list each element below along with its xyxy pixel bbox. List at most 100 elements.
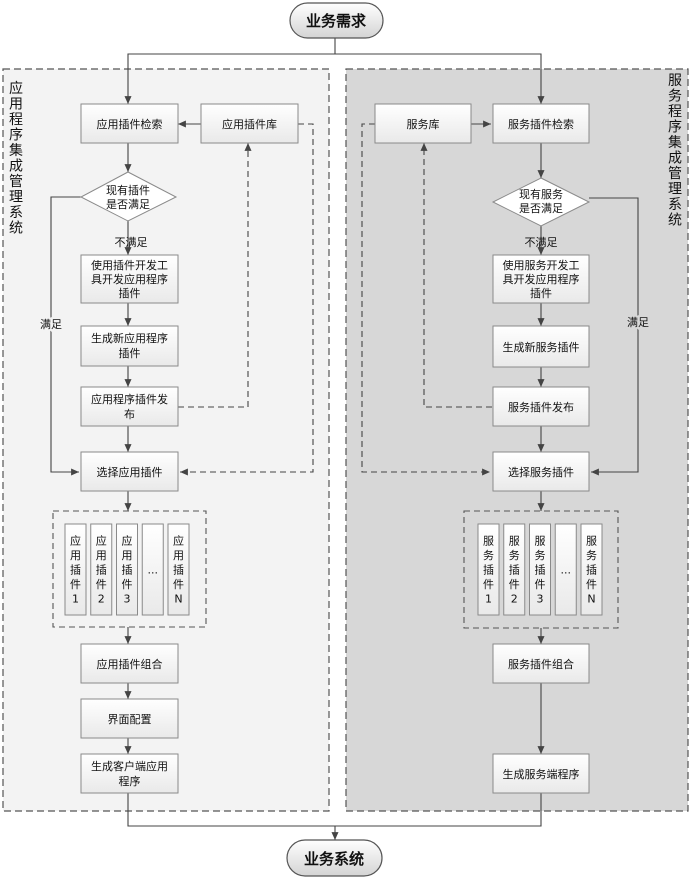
right-plugin-char: 件 xyxy=(483,578,494,591)
left-plugin-char: 插 xyxy=(96,563,107,577)
left-plugin-char: 1 xyxy=(72,593,79,606)
right-search-box: 服务插件检索 xyxy=(492,103,590,144)
service-integration-panel xyxy=(345,68,689,812)
svg-text:是否满足: 是否满足 xyxy=(106,198,150,211)
left-library-box: 应用插件库 xyxy=(200,103,299,144)
svg-text:选择服务插件: 选择服务插件 xyxy=(508,465,574,479)
start-terminator: 业务需求 xyxy=(289,2,384,39)
left-plugin-char: 应 xyxy=(122,534,133,548)
right-plugin-char: 插 xyxy=(535,563,546,577)
left-plugin-char: 件 xyxy=(96,578,107,591)
left-plugin-char: 用 xyxy=(96,549,107,562)
svg-text:选择应用插件: 选择应用插件 xyxy=(97,465,163,479)
right-plugin-char: ... xyxy=(561,564,572,577)
svg-text:界面配置: 界面配置 xyxy=(108,713,152,726)
svg-text:服务库: 服务库 xyxy=(407,118,440,131)
left-plugin-box xyxy=(167,523,190,616)
right-plugin-char: 3 xyxy=(537,593,544,606)
right-plugin-char: 件 xyxy=(509,578,520,591)
right-plugin-box xyxy=(503,523,526,616)
svg-text:使用插件开发工: 使用插件开发工 xyxy=(91,258,168,272)
left-panel-title-char: 管 xyxy=(9,174,23,190)
svg-text:插件: 插件 xyxy=(119,346,141,360)
right-plugin-group xyxy=(463,510,619,629)
left-plugin-char: 应 xyxy=(173,534,184,548)
svg-text:使用服务开发工: 使用服务开发工 xyxy=(503,258,580,272)
svg-text:现有服务: 现有服务 xyxy=(519,187,563,201)
right-panel-title-char: 统 xyxy=(668,213,682,229)
start-label: 业务需求 xyxy=(306,12,367,30)
left-plugin-char: N xyxy=(174,593,182,606)
right-plugin-char: 1 xyxy=(485,593,492,606)
svg-text:生成新服务插件: 生成新服务插件 xyxy=(503,340,580,354)
left-plugin-item: 应用插件 2 xyxy=(90,523,113,616)
left-select-box: 选择应用插件 xyxy=(80,451,179,492)
right-plugin-char: 务 xyxy=(509,549,520,562)
left-plugin-char: 用 xyxy=(70,549,81,562)
svg-text:生成服务端程序: 生成服务端程序 xyxy=(503,767,580,781)
left-plugin-item: ... xyxy=(141,523,164,616)
left-combine-box: 应用插件组合 xyxy=(80,643,179,684)
svg-text:生成新应用程序: 生成新应用程序 xyxy=(91,331,168,345)
left-plugin-char: 件 xyxy=(122,578,133,591)
svg-text:具开发应用程序: 具开发应用程序 xyxy=(503,272,580,286)
right-panel-title-char: 程 xyxy=(668,104,682,120)
left-plugin-char: 插 xyxy=(173,563,184,577)
right-select-box: 选择服务插件 xyxy=(492,451,590,492)
svg-text:插件: 插件 xyxy=(530,286,552,300)
left-generate-box: 生成新应用程序 插件 xyxy=(80,325,179,367)
right-panel-title-char: 序 xyxy=(668,120,682,136)
left-panel-title-char: 集 xyxy=(9,142,23,159)
svg-text:具开发应用程序: 具开发应用程序 xyxy=(91,272,168,286)
left-plugin-char: 应 xyxy=(96,534,107,548)
connectors xyxy=(50,38,639,840)
left-plugin-char: 2 xyxy=(98,593,105,606)
right-panel-title-char: 集 xyxy=(668,134,682,151)
svg-text:布: 布 xyxy=(124,408,135,421)
left-panel-title-char: 应 xyxy=(9,80,23,97)
svg-text:应用插件组合: 应用插件组合 xyxy=(97,657,163,671)
right-plugin-char: 服 xyxy=(535,535,546,548)
left-plugin-char: 件 xyxy=(70,578,81,591)
left-panel-title-char: 理 xyxy=(9,190,23,206)
right-library-box: 服务库 xyxy=(374,103,472,144)
left-plugin-char: ... xyxy=(148,564,159,577)
svg-text:服务插件组合: 服务插件组合 xyxy=(508,657,574,671)
svg-text:程序: 程序 xyxy=(119,774,141,788)
right-plugin-char: 插 xyxy=(509,563,520,577)
right-decision: 现有服务 是否满足 xyxy=(491,177,591,227)
left-plugin-box xyxy=(64,523,87,616)
right-plugin-char: 服 xyxy=(509,535,520,548)
right-panel-title-char: 服 xyxy=(668,73,682,89)
left-no-label: 不满足 xyxy=(115,236,148,249)
left-plugin-char: 用 xyxy=(173,549,184,562)
right-plugin-char: 服 xyxy=(586,535,597,548)
left-yes-label: 满足 xyxy=(40,318,62,331)
right-no-label: 不满足 xyxy=(525,236,558,249)
right-yes-label: 满足 xyxy=(627,316,649,329)
right-plugin-box xyxy=(477,523,500,616)
left-search-box: 应用插件检索 xyxy=(80,103,179,144)
right-generate-box: 生成新服务插件 xyxy=(492,325,590,368)
right-panel-title-char: 系 xyxy=(668,197,682,213)
right-plugin-char: 件 xyxy=(586,578,597,591)
left-plugin-char: 件 xyxy=(173,578,184,591)
right-plugin-char: 务 xyxy=(483,549,494,562)
left-plugin-box xyxy=(116,523,138,616)
svg-text:服务插件检索: 服务插件检索 xyxy=(508,117,574,131)
left-panel-title-char: 统 xyxy=(9,221,23,237)
left-panel-title-char: 用 xyxy=(9,97,23,113)
right-plugin-item: ... xyxy=(554,523,577,616)
left-panel-title-char: 序 xyxy=(9,128,23,144)
end-terminator: 业务系统 xyxy=(286,839,383,877)
svg-text:应用插件检索: 应用插件检索 xyxy=(97,117,163,131)
left-develop-box: 使用插件开发工 具开发应用程序 插件 xyxy=(80,254,179,304)
